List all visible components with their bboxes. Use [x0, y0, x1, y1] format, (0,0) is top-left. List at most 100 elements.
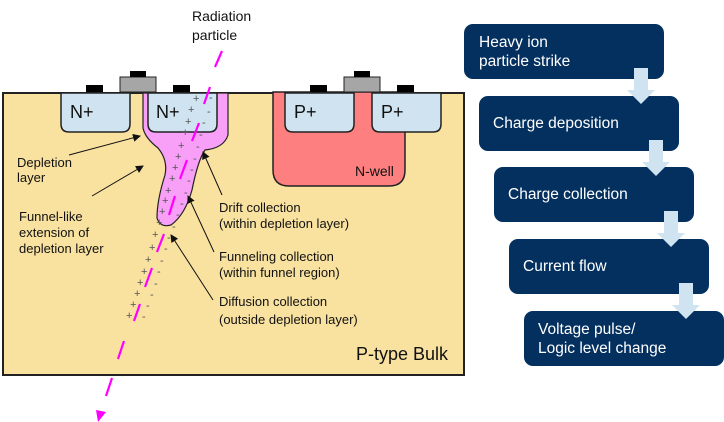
funnel-label-line1: Funnel-like [19, 209, 83, 224]
flow-arrow-down-icon [672, 283, 700, 319]
negative-charge-icon: - [176, 209, 180, 221]
positive-charge-icon: + [141, 266, 147, 278]
positive-charge-icon: + [165, 185, 171, 197]
depletion-layer-arrow [68, 133, 141, 156]
flow-arrow-down-icon [642, 140, 670, 176]
positive-charge-icon: + [130, 299, 136, 311]
negative-charge-icon: - [199, 129, 203, 141]
negative-charge-icon: - [154, 278, 158, 290]
positive-charge-icon: + [145, 254, 151, 266]
positive-charge-icon: + [126, 310, 132, 322]
negative-charge-icon: - [142, 311, 146, 323]
n-well-label: N-well [355, 163, 394, 179]
diffusion-collection-arrow [170, 234, 214, 301]
funneling-label-line1: Funneling collection [219, 249, 334, 264]
negative-charge-icon: - [190, 164, 194, 176]
depletion-label-line1: Depletion [17, 155, 72, 170]
positive-charge-icon: + [169, 173, 175, 185]
positive-charge-icon: + [178, 140, 184, 152]
nmos-source-contact [86, 85, 103, 92]
diffusion-label-line2: (outside depletion layer) [219, 312, 358, 327]
pmos-source-contact [310, 85, 327, 92]
trajectory-dash [167, 195, 177, 216]
charge-carriers: ++++++++++++++++++++-------------------- [126, 92, 213, 323]
positive-charge-icon: + [152, 229, 158, 241]
funnel-label-line3: depletion layer [19, 241, 104, 256]
flow-step-2-label: Charge deposition [493, 115, 619, 132]
drift-label-line1: Drift collection [219, 200, 301, 215]
positive-charge-icon: + [193, 93, 199, 105]
positive-charge-icon: + [156, 217, 162, 229]
trajectory-dash [116, 340, 126, 360]
flow-step-3: Charge collection [494, 167, 694, 222]
trajectory-dash [155, 233, 166, 253]
pmos-drain-contact [397, 85, 414, 92]
p-plus-right-diffusion [371, 92, 442, 133]
negative-charge-icon: - [164, 243, 168, 255]
negative-charge-icon: - [209, 92, 213, 104]
negative-charge-icon: - [160, 255, 164, 267]
negative-charge-icon: - [180, 198, 184, 210]
n-plus-right-label: N+ [156, 102, 180, 122]
n-plus-left-diffusion [60, 92, 131, 133]
nmos-gate-contact [130, 71, 146, 77]
flow-arrow-down-icon [627, 68, 655, 104]
flow-step-5: Voltage pulse/ Logic level change [524, 311, 724, 366]
flow-step-1-label: Heavy ion particle strike [479, 33, 571, 70]
flow-arrow-down-icon [657, 211, 685, 247]
negative-charge-icon: - [196, 141, 200, 153]
trajectory-dash [178, 159, 189, 180]
p-plus-left-label: P+ [294, 102, 317, 122]
trajectory-dash [104, 377, 114, 397]
negative-charge-icon: - [207, 106, 211, 118]
funnel-extension-arrow [91, 165, 144, 197]
nmos-gate [119, 76, 157, 93]
negative-charge-icon: - [167, 232, 171, 244]
p-plus-left-diffusion [284, 92, 355, 133]
positive-charge-icon: + [182, 127, 188, 139]
trajectory-dash [143, 267, 154, 288]
positive-charge-icon: + [137, 277, 143, 289]
trajectory-arrowhead-icon [96, 410, 106, 422]
nmos-drain-contact [173, 85, 190, 92]
p-plus-right-label: P+ [381, 102, 404, 122]
particle-trajectory [96, 50, 224, 422]
positive-charge-icon: + [185, 116, 191, 128]
drift-collection-arrow [202, 151, 223, 196]
radiation-particle-label-line1: Radiation [192, 8, 251, 24]
radiation-particle-label-line2: particle [192, 27, 237, 43]
n-plus-left-label: N+ [70, 102, 94, 122]
flow-step-2: Charge deposition [479, 96, 679, 151]
diffusion-label-line1: Diffusion collection [219, 294, 327, 309]
trajectory-dash [202, 86, 212, 105]
trajectory-dash [132, 303, 142, 322]
flow-step-4-label: Current flow [523, 258, 607, 275]
funnel-label-line2: extension of [19, 225, 89, 240]
positive-charge-icon: + [188, 104, 194, 116]
positive-charge-icon: + [149, 242, 155, 254]
funneling-collection-arrow [187, 195, 215, 253]
positive-charge-icon: + [134, 288, 140, 300]
funneling-label-line2: (within funnel region) [219, 265, 340, 280]
trajectory-dash [213, 50, 224, 68]
flow-step-1: Heavy ion particle strike [464, 24, 664, 79]
flow-step-3-label: Charge collection [508, 186, 628, 203]
pmos-gate-contact [354, 71, 370, 77]
trajectory-dash [190, 122, 201, 142]
negative-charge-icon: - [172, 221, 176, 233]
p-type-bulk-label: P-type Bulk [356, 344, 449, 364]
flow-step-4: Current flow [509, 239, 709, 294]
positive-charge-icon: + [162, 195, 168, 207]
negative-charge-icon: - [184, 187, 188, 199]
negative-charge-icon: - [157, 266, 161, 278]
negative-charge-icon: - [150, 289, 154, 301]
positive-charge-icon: + [159, 206, 165, 218]
negative-charge-icon: - [193, 153, 197, 165]
negative-charge-icon: - [146, 300, 150, 312]
negative-charge-icon: - [187, 175, 191, 187]
drift-label-line2: (within depletion layer) [219, 216, 349, 231]
negative-charge-icon: - [202, 117, 206, 129]
n-plus-right-diffusion [147, 92, 218, 133]
pmos-gate [343, 76, 381, 93]
